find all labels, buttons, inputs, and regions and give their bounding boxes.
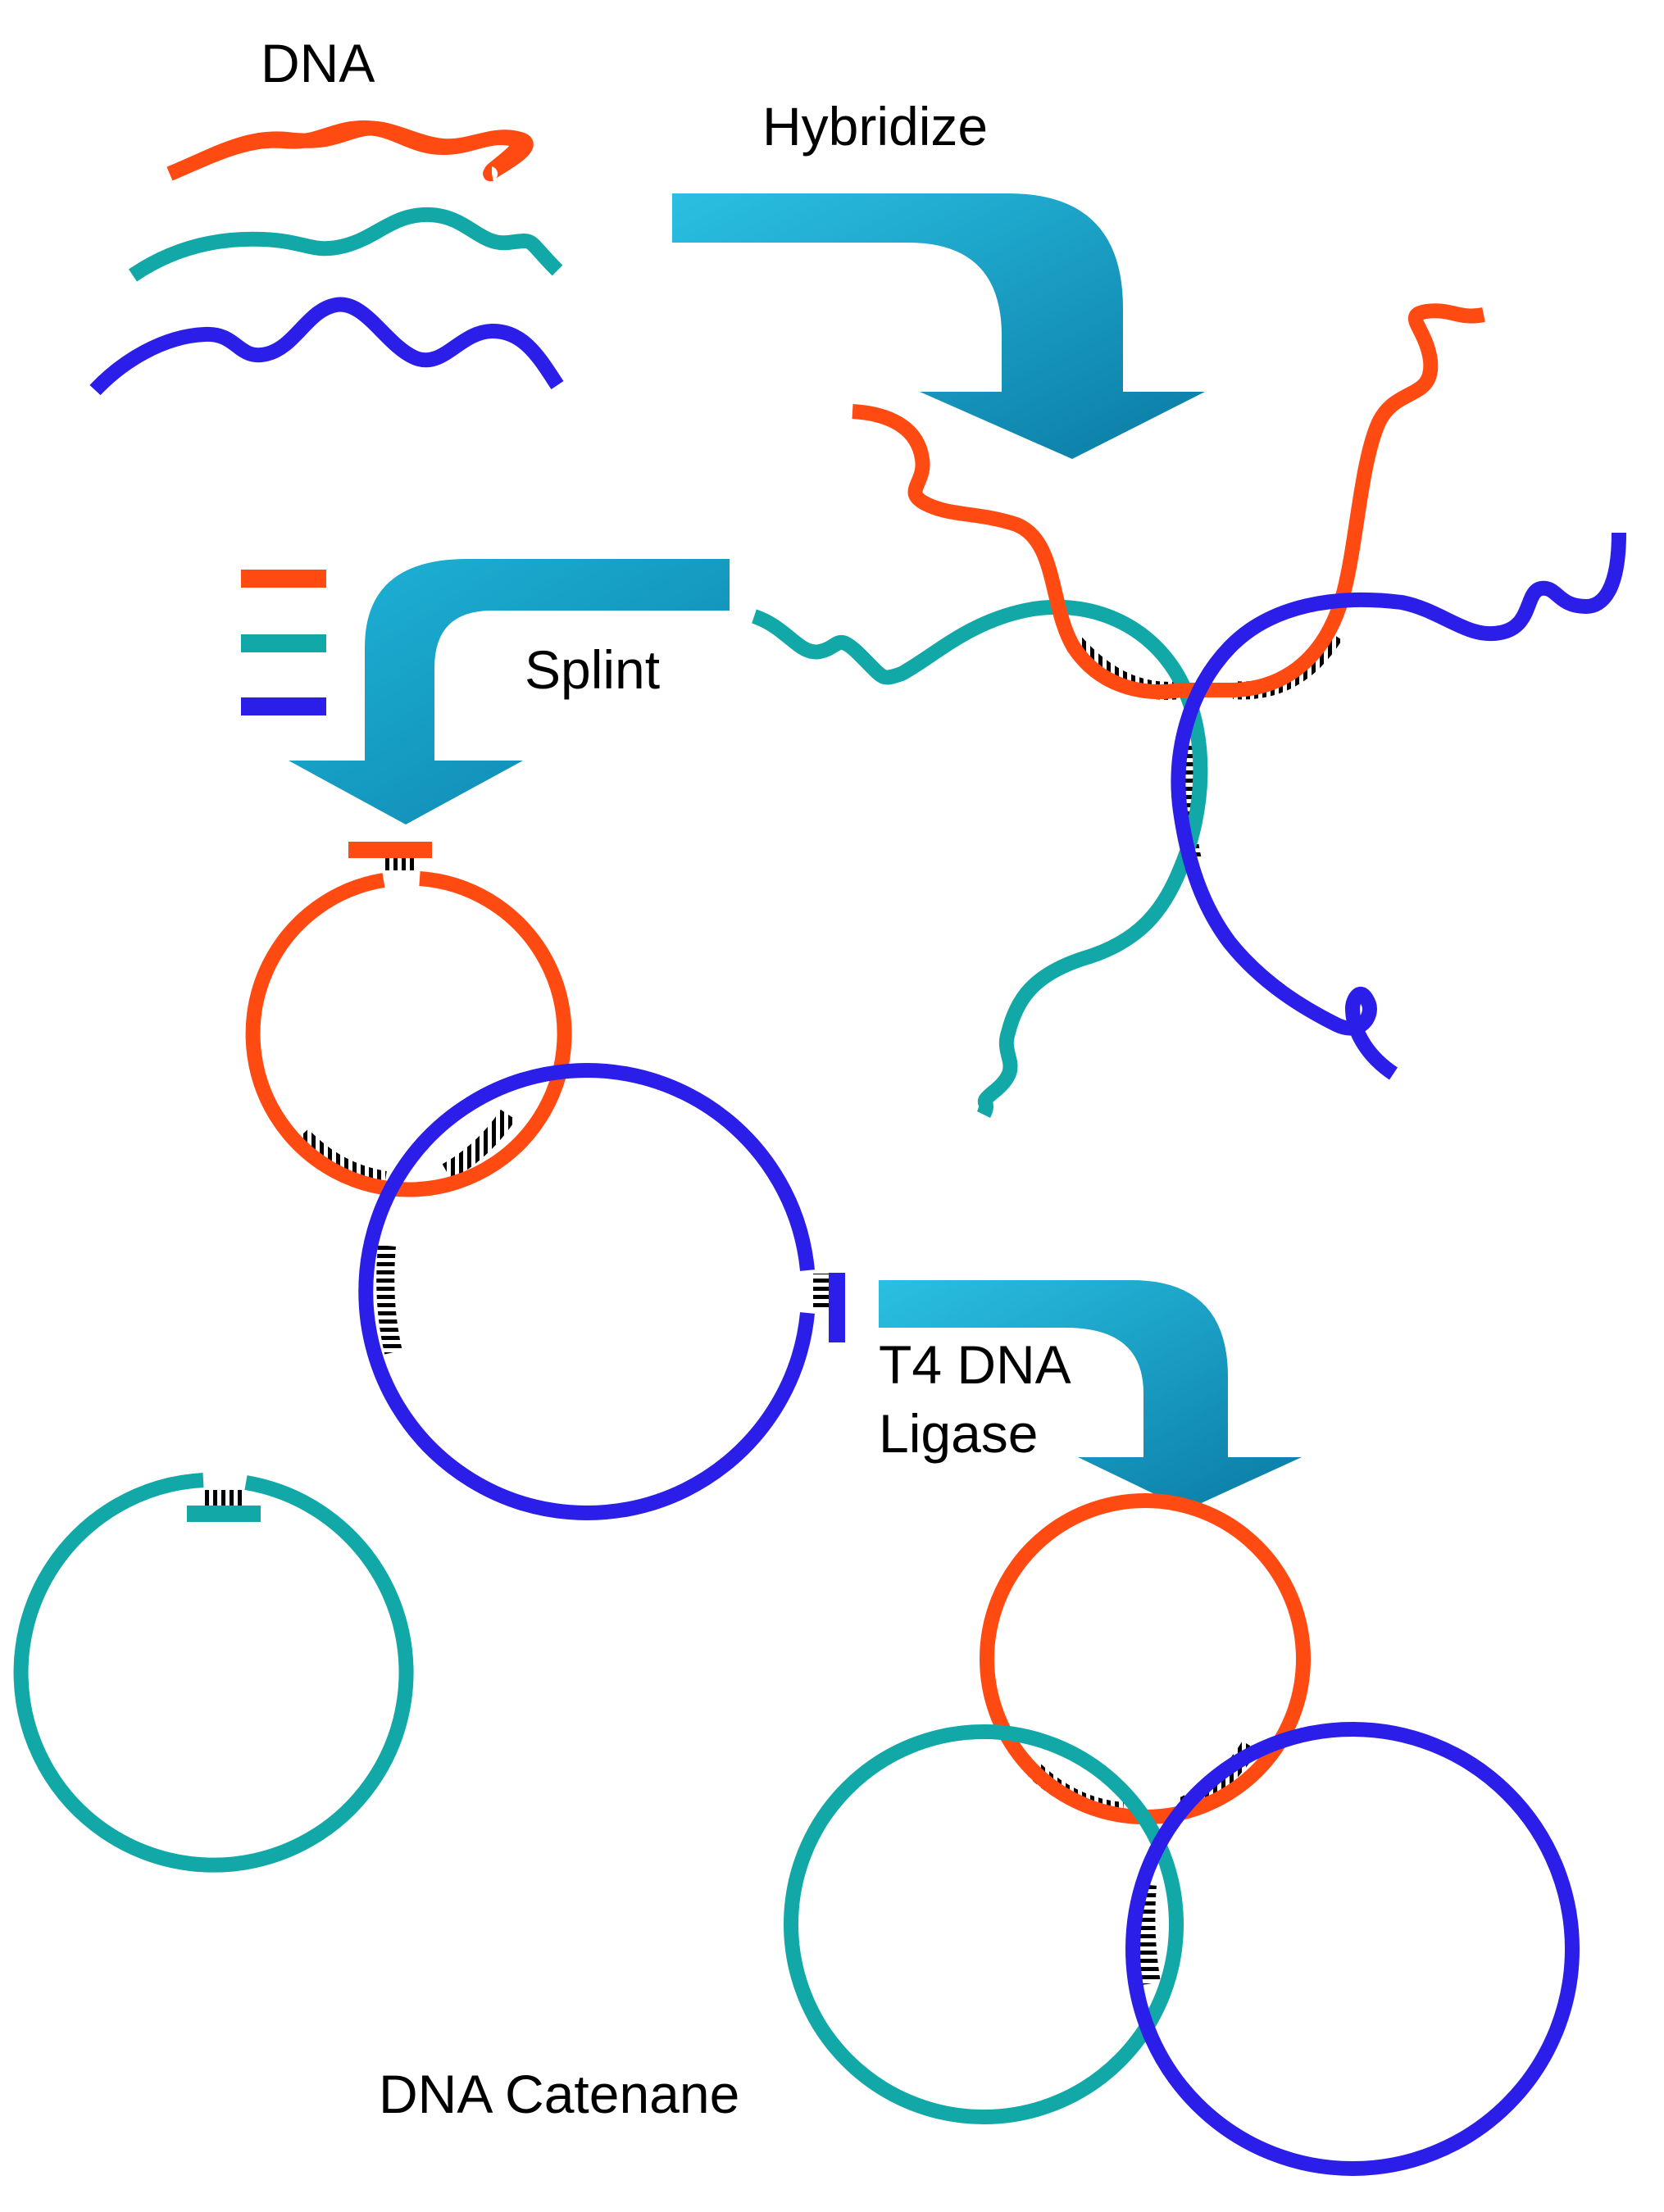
circle-red-closed	[980, 1493, 1311, 1824]
arrow-splint	[289, 559, 730, 824]
circle-blue-nicked	[358, 1063, 815, 1520]
arrow-ligase	[879, 1280, 1302, 1510]
label-splint: Splint	[525, 639, 660, 700]
circle-teal-closed	[784, 1724, 1184, 2124]
nick-blue	[813, 1273, 845, 1342]
splinted-circles	[13, 842, 845, 1873]
label-hybridize: Hybridize	[762, 96, 988, 157]
strand-blue-wavy	[89, 297, 564, 396]
circle-blue-closed	[1125, 1722, 1580, 2176]
label-ligase: Ligase	[879, 1403, 1039, 1464]
junction-strand-blue	[1171, 532, 1626, 1080]
junction-strand-teal	[751, 599, 1208, 1119]
circle-teal-nicked	[13, 1473, 414, 1873]
nick-red	[348, 842, 432, 870]
circle-red-nicked	[245, 871, 572, 1197]
nick-teal	[187, 1490, 261, 1522]
dna-catenane	[784, 1493, 1580, 2176]
label-dna: DNA	[261, 33, 375, 93]
arrow-hybridize	[672, 193, 1205, 459]
bp-cat-teal-blue	[1137, 1884, 1161, 1985]
bp-circle-red-blue	[442, 1109, 516, 1180]
bp-circle-teal-blue	[376, 1245, 402, 1355]
hybridized-junction	[751, 303, 1626, 1119]
label-t4-dna: T4 DNA	[879, 1334, 1071, 1395]
junction-strand-red	[852, 303, 1485, 700]
strand-red-wavy-main	[166, 120, 526, 181]
bp-circle-red-teal	[294, 1129, 387, 1189]
free-dna-strands	[89, 120, 564, 396]
splint-strands	[241, 570, 326, 715]
strand-teal-wavy	[128, 207, 563, 282]
label-dna-catenane: DNA Catenane	[379, 2064, 739, 2124]
